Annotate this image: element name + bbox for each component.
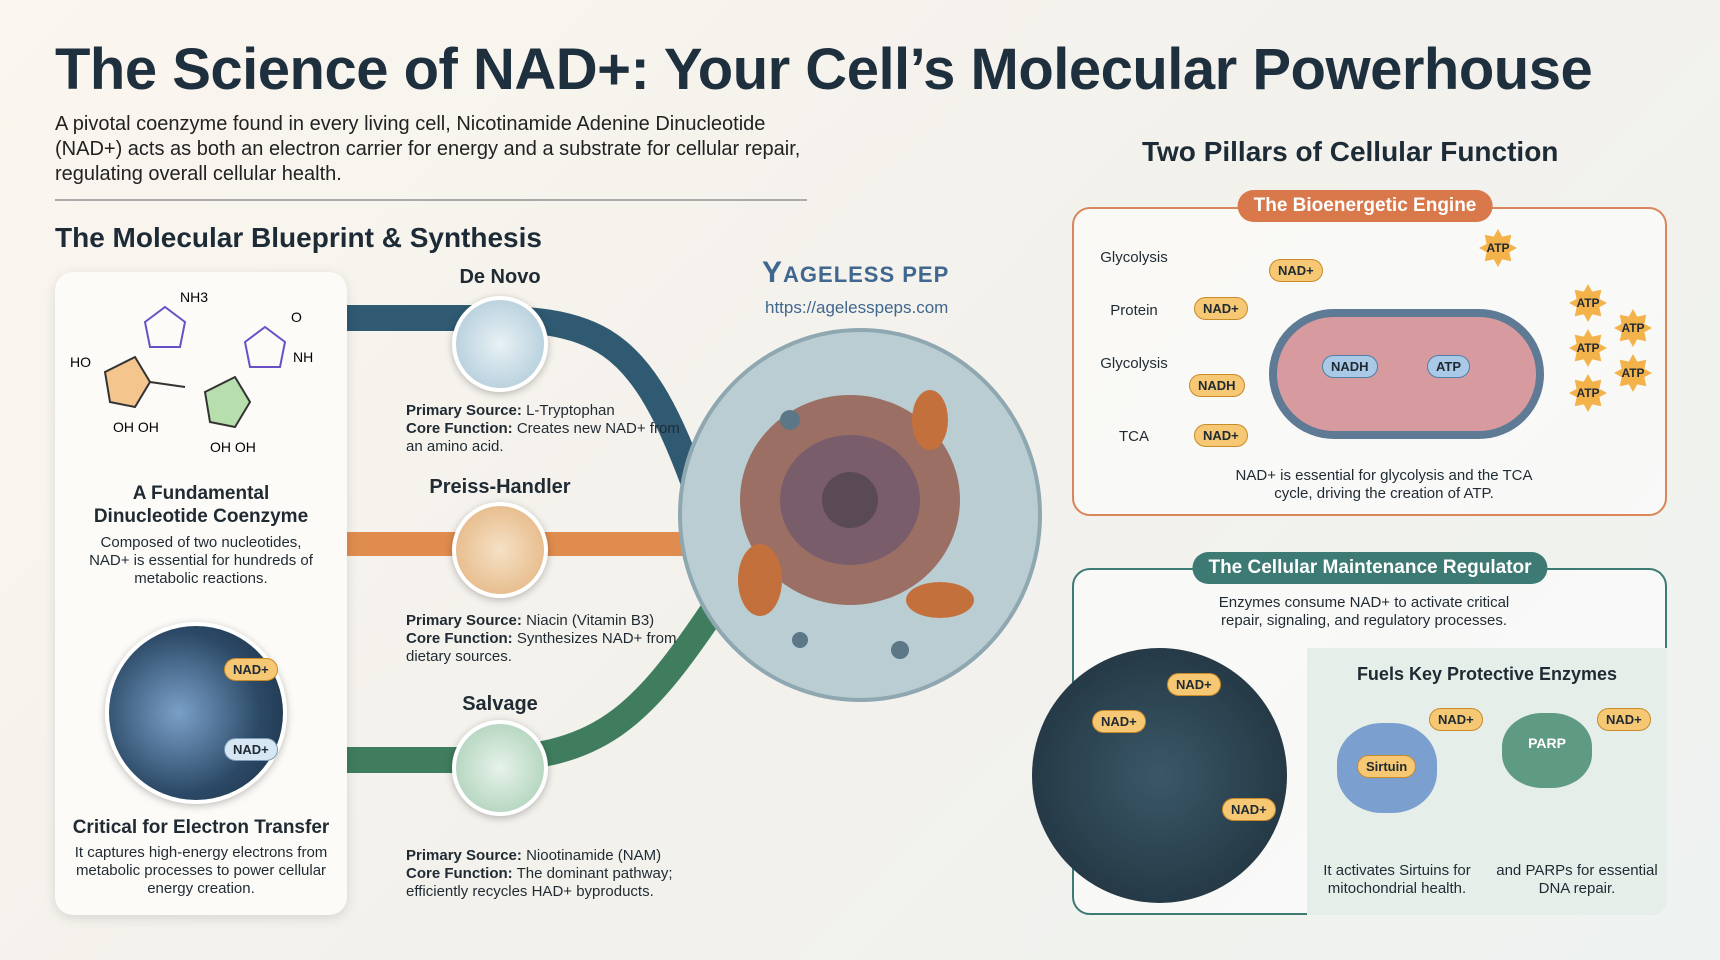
nadh-tag: NADH <box>1322 355 1378 378</box>
nad-molecule-icon: NH3 HO OH OH OH OH NH O <box>70 289 313 455</box>
card1-text: Composed of two nucleotides, NAD+ is ess… <box>89 534 313 587</box>
svg-text:NH3: NH3 <box>180 289 208 305</box>
protective-enzymes-heading: Fuels Key Protective Enzymes <box>1356 664 1618 684</box>
nad-tag: NAD+ <box>1092 710 1146 733</box>
bioenergetic-title: The Bioenergetic Engine <box>1237 190 1493 222</box>
atp-tag: ATP <box>1427 355 1471 378</box>
pillars-heading: Two Pillars of Cellular Function <box>1142 136 1559 167</box>
enzyme-cycle-illustration: NAD+ NAD+ NAD+ <box>1032 648 1287 903</box>
nad-tag: NAD+ <box>1222 798 1276 821</box>
svg-text:NH: NH <box>293 349 313 365</box>
card2-text: It captures high-energy electrons from m… <box>74 844 328 897</box>
atp-burst-icon: ATP <box>1614 309 1652 347</box>
nad-tag: NAD+ <box>1269 259 1323 282</box>
tryptophan-molecule-icon <box>452 296 548 392</box>
maintenance-text: Enzymes consume NAD+ to activate critica… <box>1218 594 1510 629</box>
maintenance-title: The Cellular Maintenance Regulator <box>1192 552 1548 584</box>
atp-burst-icon: ATP <box>1614 354 1652 392</box>
nad-tag: NAD+ <box>1194 297 1248 320</box>
protective-enzymes-panel: Fuels Key Protective Enzymes NAD+ NAD+ S… <box>1307 648 1667 915</box>
mitochondrion-illustration: NADH ATP <box>1269 309 1544 439</box>
atp-burst-icon: ATP <box>1569 374 1607 412</box>
svg-text:OH OH: OH OH <box>113 419 159 435</box>
atp-burst-icon: ATP <box>1479 229 1517 267</box>
brand-logo: YAGELESS PEP <box>762 256 950 289</box>
card1-title: A Fundamental Dinucleotide Coenzyme <box>93 483 309 527</box>
cell-illustration <box>678 328 1042 702</box>
bioenergetic-caption: NAD+ is essential for glycolysis and the… <box>1235 467 1533 502</box>
sirtuin-caption: It activates Sirtuins for mitochondrial … <box>1323 862 1471 897</box>
pathway-salvage-text: Primary Source: Niootinamide (NAM)Core F… <box>406 847 673 900</box>
svg-text:HO: HO <box>70 354 91 370</box>
brand-url[interactable]: https://agelesspeps.com <box>765 298 949 317</box>
card2-title: Critical for Electron Transfer <box>72 817 330 838</box>
electron-transfer-illustration: NAD+ NAD+ <box>105 622 287 804</box>
blueprint-panel: NH3 HO OH OH OH OH NH O A Fundamental Di… <box>55 272 347 915</box>
pathway-salvage-name: Salvage <box>462 693 538 715</box>
nad-tag: NAD+ <box>1597 708 1651 731</box>
parp-caption: and PARPs for essential DNA repair. <box>1496 862 1658 897</box>
divider <box>55 199 807 201</box>
intro-text: A pivotal coenzyme found in every living… <box>55 113 801 185</box>
nad-tag: NAD+ <box>1429 708 1483 731</box>
nad-tag: NAD+ <box>1167 673 1221 696</box>
person-logo-icon: Y <box>762 256 784 289</box>
nad-tag: NAD+ <box>224 738 278 761</box>
pathway-de-novo-name: De Novo <box>459 266 541 288</box>
parp-illustration: PARP <box>1502 713 1592 788</box>
maintenance-box: Enzymes consume NAD+ to activate critica… <box>1032 568 1667 915</box>
blueprint-heading: The Molecular Blueprint & Synthesis <box>55 222 542 253</box>
pathway-preiss-handler-text: Primary Source: Niacin (Vitamin B3)Core … <box>406 612 677 665</box>
nicotinamide-molecule-icon <box>452 720 548 816</box>
nad-tag: NAD+ <box>1194 424 1248 447</box>
pathway-preiss-handler-name: Preiss-Handler <box>429 476 571 498</box>
sirtuin-illustration: Sirtuin <box>1337 723 1437 813</box>
svg-text:O: O <box>291 309 302 325</box>
nad-tag: NAD+ <box>224 658 278 681</box>
atp-burst-icon: ATP <box>1569 329 1607 367</box>
atp-burst-icon: ATP <box>1569 284 1607 322</box>
nadh-tag: NADH <box>1189 374 1245 397</box>
svg-text:OH OH: OH OH <box>210 439 256 455</box>
page-title: The Science of NAD+: Your Cell’s Molecul… <box>55 37 1593 102</box>
niacin-nuts-icon <box>452 502 548 598</box>
